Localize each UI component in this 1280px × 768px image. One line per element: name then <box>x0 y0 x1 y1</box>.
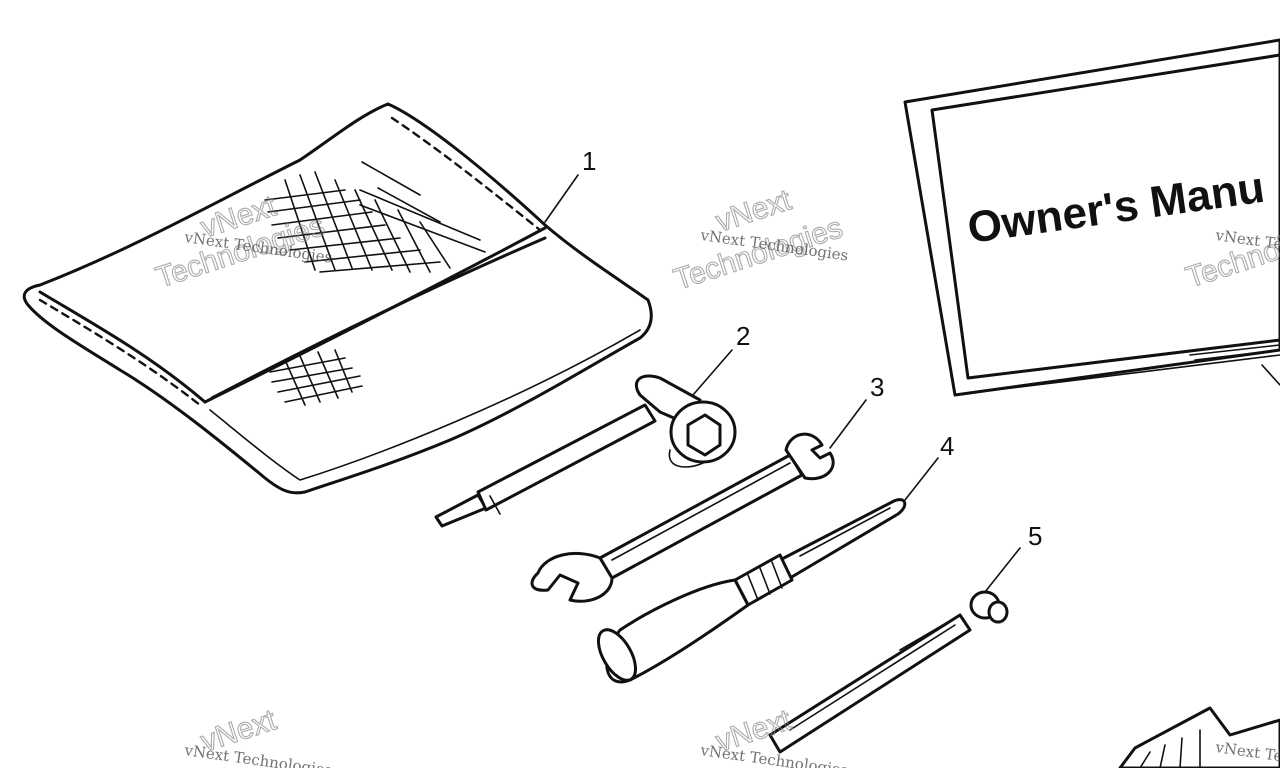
callout-leader-3 <box>829 399 867 449</box>
callout-leader-4 <box>904 457 939 501</box>
partial-part-bottom-right <box>1118 706 1280 768</box>
open-end-wrench <box>530 399 867 603</box>
callout-4: 4 <box>940 431 954 461</box>
watermark-line: vNext Technologies <box>182 741 333 768</box>
socket-wrench <box>434 349 737 528</box>
pin-bar <box>768 547 1021 754</box>
callout-leader-2 <box>692 349 733 396</box>
callout-2: 2 <box>736 321 750 351</box>
callout-leader-5 <box>984 547 1021 593</box>
watermark-line: vNext Technologies <box>698 741 849 768</box>
pouch-hatch-top <box>264 161 486 273</box>
pouch-hatch-bottom <box>269 349 363 406</box>
callout-5: 5 <box>1028 521 1042 551</box>
tool-pouch <box>22 102 653 495</box>
screwdriver <box>596 457 939 684</box>
callout-leader-1 <box>544 174 579 223</box>
callout-1: 1 <box>582 146 596 176</box>
owners-manual: Owner's Manu <box>903 38 1280 397</box>
callout-3: 3 <box>870 372 884 402</box>
